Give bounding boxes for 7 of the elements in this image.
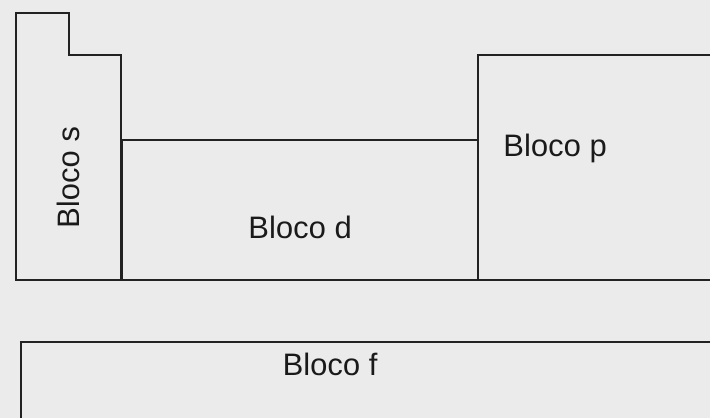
block-region <box>121 139 479 281</box>
block-label: Bloco s <box>50 126 86 228</box>
block-region <box>15 12 122 281</box>
block-label: Bloco f <box>282 347 378 383</box>
block-label: Bloco p <box>503 128 607 164</box>
block-region <box>477 54 710 281</box>
block-label: Bloco d <box>248 210 352 246</box>
